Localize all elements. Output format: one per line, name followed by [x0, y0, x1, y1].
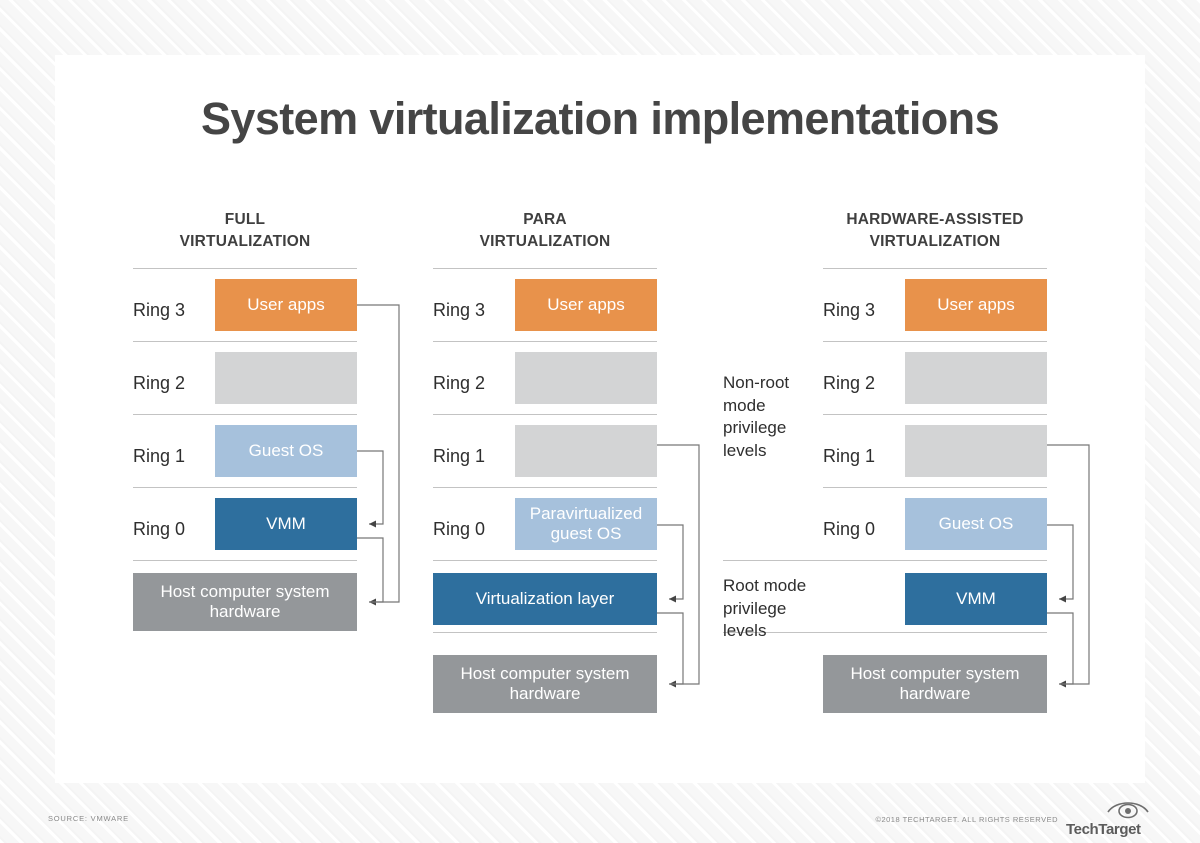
box-host-hardware: Host computer system hardware: [133, 573, 357, 631]
divider-root-host: [723, 632, 1047, 633]
divider-ring3-ring2: [823, 341, 1047, 342]
column-header-line1: PARA: [523, 211, 567, 228]
techtarget-logo: TechTarget: [1066, 798, 1152, 838]
ring-label-3: Ring 3: [433, 300, 486, 320]
divider-ring1-ring0: [823, 487, 1047, 488]
box-user-apps: User apps: [215, 279, 357, 331]
box-ring2-empty: [215, 352, 357, 404]
box-ring2-empty: [515, 352, 657, 404]
divider-ring3-ring2: [433, 341, 657, 342]
box-guest-os: Guest OS: [215, 425, 357, 477]
column-full-virtualization: FULL VIRTUALIZATION Ring 3 User apps Rin…: [133, 55, 433, 783]
divider-virtlayer-host: [433, 632, 657, 633]
column-header-line2: VIRTUALIZATION: [479, 233, 611, 250]
footer-copyright: ©2018 TECHTARGET. ALL RIGHTS RESERVED: [875, 815, 1058, 824]
divider-top: [133, 268, 357, 269]
footer-source: SOURCE: VMWARE: [48, 814, 129, 823]
divider-ring0-host: [133, 560, 357, 561]
side-label-root-mode: Root mode privilege levels: [723, 576, 807, 641]
ring-label-0: Ring 0: [133, 519, 186, 539]
diagram-card: System virtualization implementations FU…: [55, 55, 1145, 783]
divider-ring3-ring2: [133, 341, 357, 342]
column-header-line2: VIRTUALIZATION: [179, 233, 311, 250]
box-ring1-empty: [515, 425, 657, 477]
box-ring1-empty: [905, 425, 1047, 477]
ring-label-2: Ring 2: [133, 373, 186, 393]
box-user-apps: User apps: [905, 279, 1047, 331]
column-hardware-assisted-virtualization: HARDWARE-ASSISTED VIRTUALIZATION Non-roo…: [723, 55, 1123, 783]
page-title: System virtualization implementations: [201, 93, 1000, 144]
box-vmm: VMM: [215, 498, 357, 550]
column-header-line2: VIRTUALIZATION: [869, 233, 1001, 250]
ring-label-2: Ring 2: [433, 373, 486, 393]
box-user-apps: User apps: [515, 279, 657, 331]
virtualization-diagram: FULL VIRTUALIZATION Ring 3 User apps Rin…: [55, 55, 1145, 783]
ring-label-1: Ring 1: [433, 446, 486, 466]
divider-top: [823, 268, 1047, 269]
divider-ring2-ring1: [823, 414, 1047, 415]
divider-ring1-ring0: [433, 487, 657, 488]
box-paravirtualized-guest-os: Paravirtualized guest OS: [515, 498, 657, 550]
column-para-virtualization: PARA VIRTUALIZATION Ring 3 User apps Rin…: [433, 55, 733, 783]
side-label-non-root-mode: Non-root mode privilege levels: [723, 373, 790, 460]
box-ring2-empty: [905, 352, 1047, 404]
divider-ring1-ring0: [133, 487, 357, 488]
box-vmm: VMM: [905, 573, 1047, 625]
column-header-line1: FULL: [224, 211, 266, 228]
divider-ring2-ring1: [433, 414, 657, 415]
divider-ring0-virtlayer: [433, 560, 657, 561]
divider-nonroot-root: [723, 560, 1047, 561]
ring-label-0: Ring 0: [823, 519, 876, 539]
divider-top: [433, 268, 657, 269]
arrows-full-virtualization: [357, 304, 400, 606]
ring-label-1: Ring 1: [823, 446, 876, 466]
ring-label-1: Ring 1: [133, 446, 186, 466]
box-guest-os: Guest OS: [905, 498, 1047, 550]
column-header-full: FULL VIRTUALIZATION: [133, 209, 357, 253]
box-virtualization-layer: Virtualization layer: [433, 573, 657, 625]
column-header-para: PARA VIRTUALIZATION: [433, 209, 657, 253]
eye-icon: [1106, 798, 1150, 825]
ring-label-3: Ring 3: [823, 300, 876, 320]
techtarget-wordmark: TechTarget: [1066, 821, 1141, 838]
ring-label-3: Ring 3: [133, 300, 186, 320]
divider-ring2-ring1: [133, 414, 357, 415]
box-host-hardware: Host computer system hardware: [823, 655, 1047, 713]
ring-label-2: Ring 2: [823, 373, 876, 393]
ring-label-0: Ring 0: [433, 519, 486, 539]
column-header-line1: HARDWARE-ASSISTED: [846, 211, 1024, 228]
box-host-hardware: Host computer system hardware: [433, 655, 657, 713]
column-header-hardware-assisted: HARDWARE-ASSISTED VIRTUALIZATION: [823, 209, 1047, 253]
